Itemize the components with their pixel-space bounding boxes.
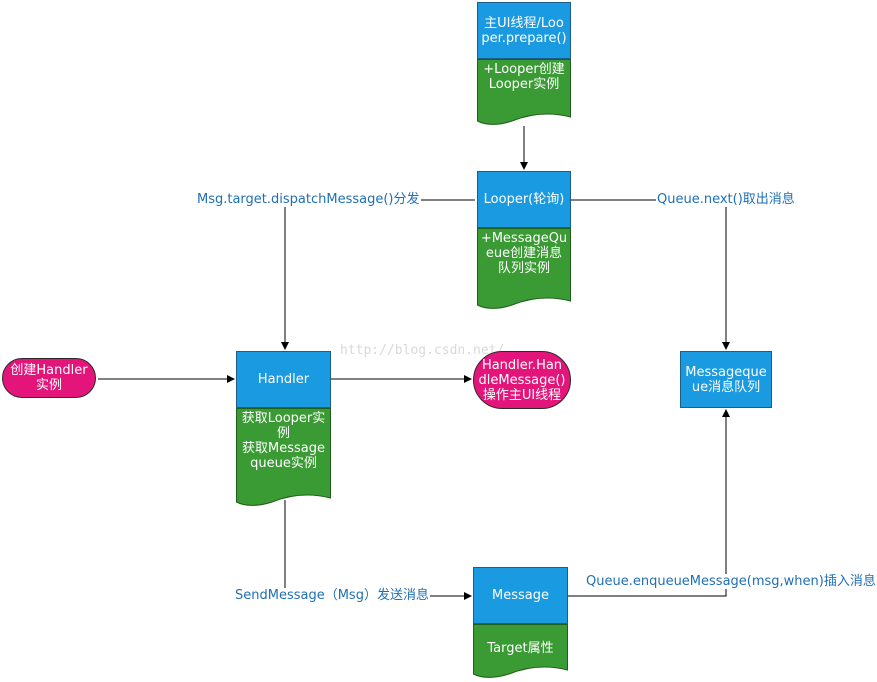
looper-doc: +MessageQueue创建消息队列实例	[477, 228, 571, 312]
edge-looper-to-handler	[281, 199, 475, 350]
watermark: http://blog.csdn.net/	[340, 343, 505, 358]
message-doc: Target属性	[473, 624, 568, 680]
label-enqueue: Queue.enqueueMessage(msg,when)插入消息	[585, 574, 877, 589]
handler-doc: 获取Looper实例 获取Messagequeue实例	[236, 408, 331, 508]
main-thread-title: 主UI线程/Looper.prepare()	[481, 15, 567, 46]
looper-node: Looper(轮询)	[477, 171, 571, 228]
message-title: Message	[492, 588, 549, 603]
looper-title: Looper(轮询)	[483, 192, 565, 207]
create-handler-node: 创建Handler实例	[2, 358, 96, 398]
main-thread-desc: +Looper创建Looper实例	[483, 62, 565, 92]
edge-looper-to-queue	[571, 199, 730, 350]
handler-title: Handler	[257, 372, 310, 387]
messagequeue-title: Messagequeue消息队列	[685, 364, 767, 395]
messagequeue-node: Messagequeue消息队列	[680, 351, 772, 408]
message-node: Message	[473, 567, 568, 624]
handle-message-node: Handler.HandleMessage()操作主UI线程	[473, 351, 571, 409]
edge-handler-to-message	[284, 500, 472, 600]
main-thread-doc: +Looper创建Looper实例	[477, 59, 571, 127]
edge-message-to-queue	[568, 409, 730, 597]
label-dispatch: Msg.target.dispatchMessage()分发	[196, 192, 421, 207]
label-next: Queue.next()取出消息	[656, 192, 796, 207]
label-send: SendMessage（Msg）发送消息	[234, 588, 430, 603]
handler-node: Handler	[236, 351, 331, 408]
message-desc: Target属性	[487, 641, 554, 656]
handler-desc: 获取Looper实例 获取Messagequeue实例	[241, 411, 326, 471]
looper-desc: +MessageQueue创建消息队列实例	[480, 231, 568, 276]
main-thread-node: 主UI线程/Looper.prepare()	[477, 2, 571, 59]
